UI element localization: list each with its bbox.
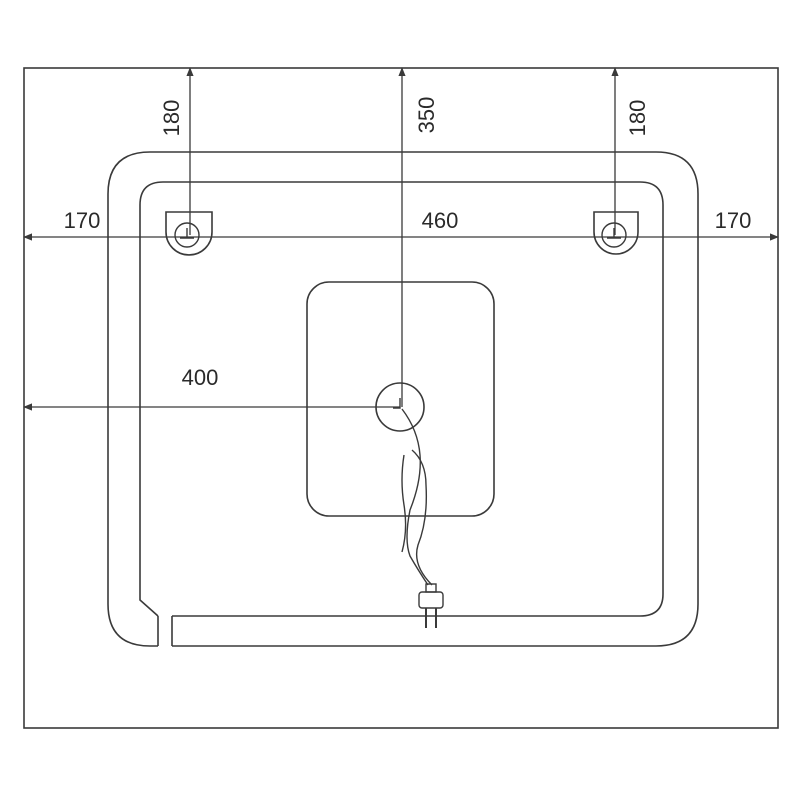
mirror-outer-contour [107, 151, 699, 647]
wall-outline [23, 67, 779, 729]
power-cable [411, 449, 433, 586]
dim-label-right-margin: 170 [715, 208, 752, 233]
dim-label-center-socket-height: 350 [414, 97, 439, 134]
dim-label-hook-spacing: 460 [422, 208, 459, 233]
dim-label-right-hook-height: 180 [625, 100, 650, 137]
dim-label-left-margin: 170 [64, 208, 101, 233]
power-plug-icon [418, 583, 444, 628]
mounting-hook-icon [593, 211, 639, 255]
back-panel [306, 281, 495, 517]
power-cable [401, 408, 429, 586]
mounting-hook-icon [165, 211, 213, 256]
power-cable [401, 454, 407, 553]
mirror-inner-contour [139, 181, 664, 617]
dim-label-socket-offset: 400 [182, 365, 219, 390]
dim-label-left-hook-height: 180 [159, 100, 184, 137]
